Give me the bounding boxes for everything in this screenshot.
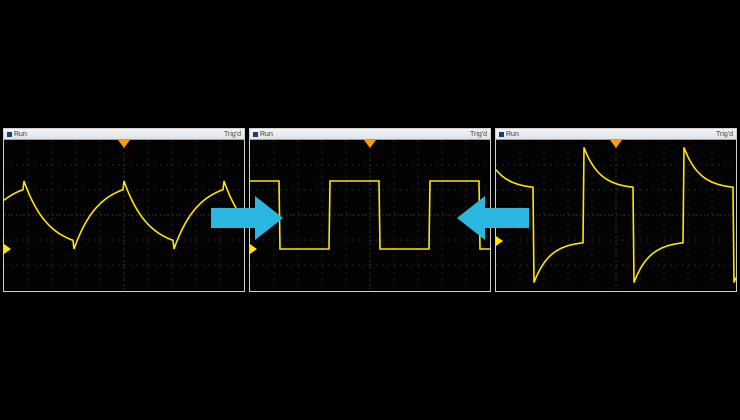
scope-display: [496, 140, 736, 290]
acquisition-status-label: Run: [14, 130, 27, 138]
scope-status-bar: Run Trig'd: [4, 129, 244, 140]
scope-logo-icon: [499, 131, 504, 137]
scope-logo-icon: [7, 131, 12, 137]
trigger-status-label: Trig'd: [469, 130, 487, 138]
waveform-graticule: [496, 140, 736, 290]
scope-status-bar: Run Trig'd: [250, 129, 490, 140]
waveform-graticule: [4, 140, 244, 290]
scope-panel-compensated: Run Trig'd: [249, 128, 491, 292]
scope-logo-icon: [253, 131, 258, 137]
scope-panel-overcompensated: Run Trig'd: [495, 128, 737, 292]
right-arrow-icon: [211, 196, 283, 240]
waveform-graticule: [250, 140, 490, 290]
scope-display: [4, 140, 244, 290]
left-arrow-icon: [457, 196, 529, 240]
scope-status-bar: Run Trig'd: [496, 129, 736, 140]
trigger-status-label: Trig'd: [715, 130, 733, 138]
trigger-status-label: Trig'd: [223, 130, 241, 138]
scope-display: [250, 140, 490, 290]
acquisition-status-label: Run: [506, 130, 519, 138]
scope-panel-undercompensated: Run Trig'd: [3, 128, 245, 292]
acquisition-status-label: Run: [260, 130, 273, 138]
